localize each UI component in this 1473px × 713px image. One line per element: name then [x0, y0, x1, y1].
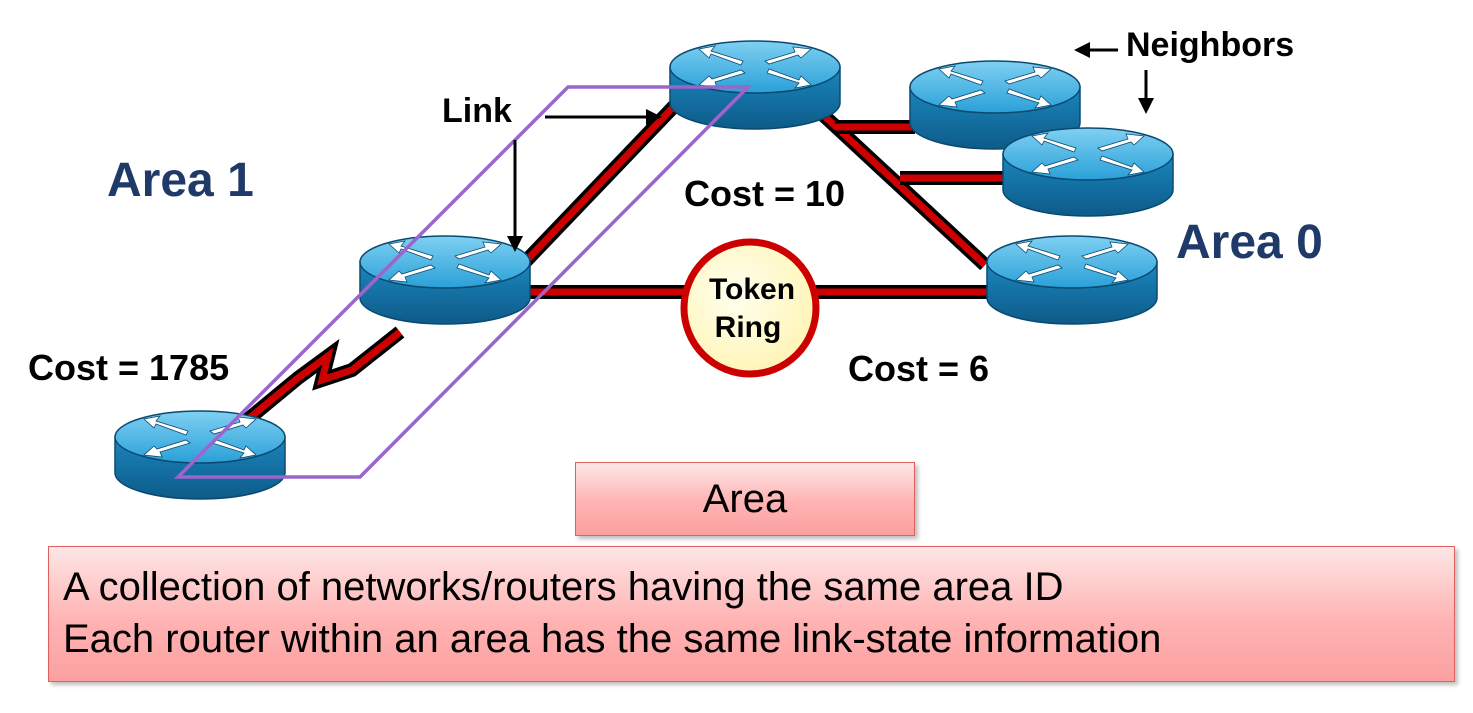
definition-line-2: Each router within an area has the same …: [63, 617, 1162, 661]
router-icon: [986, 235, 1158, 325]
area-1-title: Area 1: [107, 154, 254, 207]
area-term-label: Area: [702, 476, 788, 521]
token-ring-label-2: Ring: [715, 311, 782, 344]
cost-1785-label: Cost = 1785: [28, 347, 229, 388]
link-label: Link: [442, 92, 512, 130]
router-icon: [359, 235, 531, 325]
arrow-icon: [507, 42, 1154, 252]
serial-link-icon: [230, 326, 405, 436]
router-icon: [1002, 127, 1174, 217]
neighbors-label: Neighbors: [1126, 26, 1294, 64]
area-0-title: Area 0: [1176, 216, 1323, 269]
cost-6-label: Cost = 6: [848, 348, 989, 389]
definition-line-1: A collection of networks/routers having …: [63, 565, 1064, 609]
link-highlight: [173, 85, 753, 479]
area-definition-box: A collection of networks/routers having …: [48, 546, 1455, 682]
area-term-box: Area: [575, 462, 915, 536]
router-icon: [669, 40, 841, 130]
token-ring-icon: Token Ring: [680, 238, 820, 378]
token-ring-label-1: Token: [709, 273, 795, 306]
cost-10-label: Cost = 10: [684, 173, 845, 214]
